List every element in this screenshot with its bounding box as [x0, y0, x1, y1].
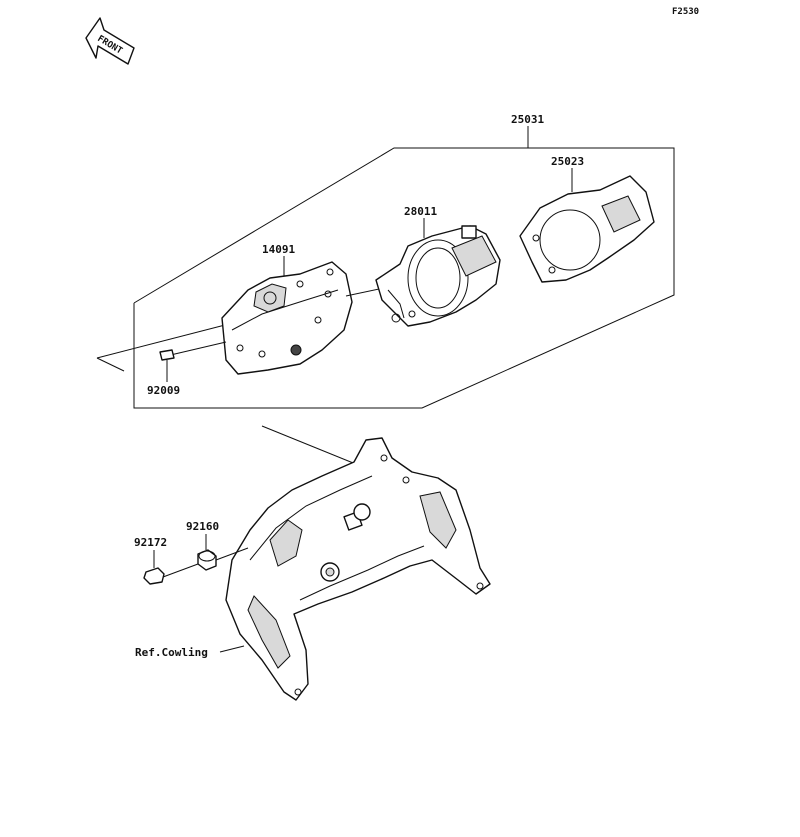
screw: 92009: [147, 341, 227, 397]
assembly-bracket: 25031: [133, 113, 675, 409]
label-25031: 25031: [511, 113, 544, 126]
label-ref-cowling: Ref.Cowling: [135, 646, 208, 659]
leader-case-unit: [345, 287, 385, 297]
label-28011: 28011: [404, 205, 437, 218]
label-92172: 92172: [134, 536, 167, 549]
label-92160: 92160: [186, 520, 219, 533]
label-92009: 92009: [147, 384, 180, 397]
leader-left-upper: [96, 324, 226, 359]
front-arrow-icon: FRONT: [85, 17, 135, 65]
label-25023: 25023: [551, 155, 584, 168]
diagram-code: F2530: [672, 7, 699, 17]
leader-left-lower: [96, 357, 125, 372]
meter-cover: 25023: [519, 155, 655, 283]
meter-case: 14091: [221, 243, 353, 375]
cowling-bracket: Ref.Cowling: [135, 437, 491, 701]
label-14091: 14091: [262, 243, 295, 256]
grommet: 92172: [134, 536, 199, 585]
collar: 92160: [186, 520, 249, 571]
meter-unit: 28011: [375, 205, 501, 327]
